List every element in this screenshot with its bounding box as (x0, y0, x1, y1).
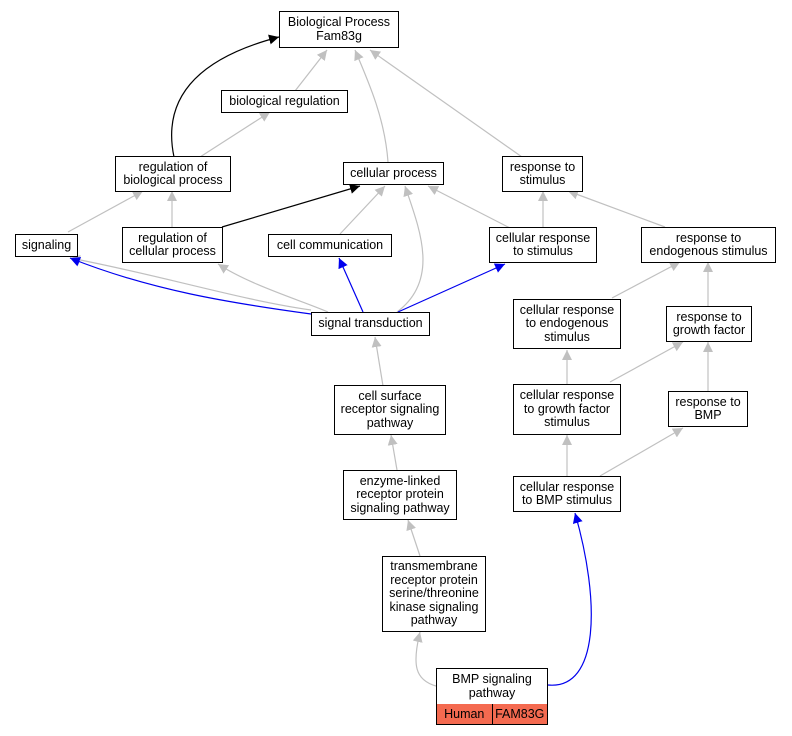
node-label-line: signal transduction (318, 316, 423, 331)
node-label-line: response to (675, 230, 742, 245)
node-label-line: signaling pathway (350, 500, 450, 515)
node-label-line: cell communication (276, 237, 384, 252)
node-label-line: signaling (21, 237, 72, 252)
gene-tag: FAM83G (491, 704, 547, 724)
species-tag: Human (437, 704, 492, 724)
edge-cellrespgf-respgf (609, 341, 684, 383)
node-label-line: growth factor (672, 323, 746, 337)
node-label-line: serine/threonine (389, 586, 479, 601)
node-label-line: cellular response (495, 230, 591, 245)
edge-cellrespbmp-respbmp (599, 427, 684, 477)
node-label-line: cellular process (129, 244, 216, 258)
edge-regbio-bioreg (199, 111, 271, 158)
node-label-line: kinase signaling (389, 599, 479, 614)
node-label-line: receptor protein (356, 487, 444, 502)
node-label-line: enzyme-linked (359, 473, 441, 488)
edge-sigtrans-signaling-gray (69, 254, 312, 311)
node-label-line: response to (676, 309, 742, 324)
node-label-line: cellular response (519, 479, 615, 494)
node-label-line: cellular response (519, 302, 615, 317)
node-label-line: receptor protein (390, 572, 478, 587)
edge-cellrespendo-respendo (611, 261, 681, 299)
edge-bioreg-bp (294, 49, 328, 92)
node-label-line: response to (509, 159, 576, 174)
edge-cellproc-bp (354, 49, 389, 163)
node-label-line: to stimulus (513, 244, 573, 258)
edge-sigtrans-regcell (217, 263, 329, 313)
edge-sigtrans-signaling-blue (69, 257, 312, 315)
edge-sigtrans-cellcomm-blue (338, 257, 364, 313)
edge-cellresp-cellproc (427, 185, 511, 229)
edge-sigtrans-cellresp-blue (397, 263, 506, 313)
node-label-line: pathway (468, 685, 516, 700)
node-label-line: receptor signaling (340, 402, 440, 417)
node-label-line: stimulus (519, 173, 566, 187)
node-label-line: BMP signaling (452, 672, 532, 686)
node-label-line: Fam83g (316, 28, 362, 43)
node-signaling[interactable]: signaling (15, 234, 78, 257)
node-label-line: cellular process (350, 165, 437, 180)
edge-bmp-cellrespbmp-blue (547, 512, 592, 686)
node-cell-communication[interactable]: cell communication (268, 234, 392, 257)
node-label-line: to growth factor (523, 401, 611, 416)
node-biological-regulation[interactable]: biological regulation (221, 90, 348, 113)
node-label-line: stimulus (544, 329, 590, 344)
edge-signaling-regbio (67, 190, 144, 233)
node-label-line: response to (675, 394, 741, 409)
node-label-line: endogenous stimulus (649, 244, 768, 258)
edge-bmp-transmem (412, 631, 437, 687)
edge-sigtrans-cellproc (396, 185, 424, 313)
edge-respendo-respstim (567, 189, 666, 228)
edge-cellsurf-sigtrans (371, 336, 384, 387)
node-signal-transduction[interactable]: signal transduction (311, 312, 430, 336)
node-label-line: to endogenous (525, 316, 609, 331)
annotation-row: Human FAM83G (436, 704, 548, 725)
node-label-line: stimulus (544, 415, 590, 430)
edge-regbio-bp-black (171, 34, 280, 158)
node-label-line: pathway (366, 415, 414, 430)
node-cellular-process[interactable]: cellular process (343, 162, 444, 185)
edge-transmem-enzyme (406, 519, 421, 557)
node-label-line: cell surface (358, 388, 422, 403)
node-label-line: pathway (410, 613, 458, 628)
node-label-line: transmembrane (390, 559, 478, 574)
edge-respstim-bp (369, 49, 523, 158)
node-label-line: regulation of (138, 230, 207, 245)
edge-regcell-cellproc-black (221, 184, 361, 228)
node-label-line: BMP (694, 408, 722, 422)
node-label-line: cellular response (519, 388, 615, 403)
edge-cellcomm-cellproc (339, 185, 386, 235)
edge-enzyme-cellsurf (387, 434, 398, 471)
node-label-line: biological process (123, 173, 223, 187)
node-label-line: biological regulation (229, 93, 340, 108)
node-label-line: regulation of (138, 159, 208, 174)
node-label-line: Biological Process (287, 15, 391, 29)
node-label-line: to BMP stimulus (521, 493, 613, 507)
